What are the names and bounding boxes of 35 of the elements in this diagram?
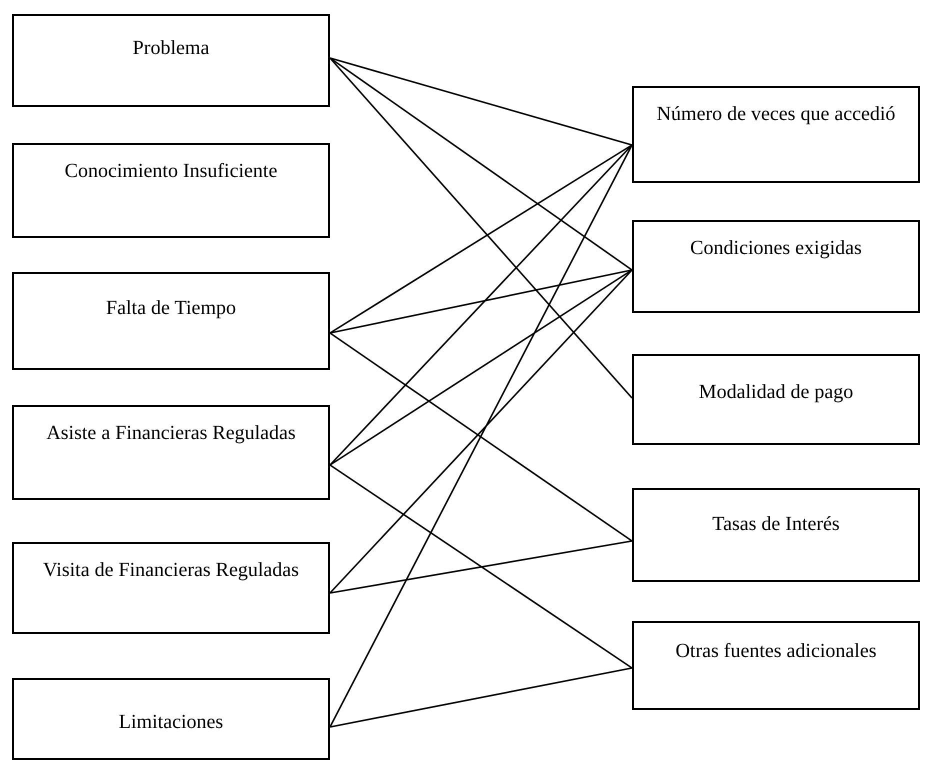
text-box (12, 678, 330, 760)
text-box (632, 86, 920, 183)
box-label: Modalidad de pago (698, 380, 854, 405)
connector-line (330, 57, 632, 146)
connector-line (330, 332, 632, 542)
box-label: Visita de Financieras Reguladas (42, 558, 300, 583)
connector-line (330, 269, 632, 334)
connector-line (329, 269, 633, 594)
box-label: Falta de Tiempo (104, 296, 237, 321)
box-label: Condiciones exigidas (689, 236, 863, 261)
connector-line (329, 57, 633, 399)
connector-line (330, 667, 632, 728)
text-box (12, 542, 330, 634)
box-label: Limitaciones (118, 710, 224, 735)
box-label: Número de veces que accedió (656, 102, 896, 127)
text-box (632, 354, 920, 445)
connector-line (329, 144, 633, 466)
box-label: Otras fuentes adicionales (674, 639, 878, 664)
connector-line (330, 464, 632, 669)
text-box (632, 220, 920, 313)
box-label: Problema (132, 36, 210, 61)
text-box (12, 272, 330, 370)
text-box (12, 143, 330, 238)
box-label: Tasas de Interés (711, 512, 841, 537)
text-box (632, 488, 920, 582)
connector-line (330, 540, 632, 594)
box-label: Conocimiento Insuficiente (64, 159, 278, 184)
connector-line (330, 144, 632, 334)
connector-line (330, 57, 632, 271)
connector-line (329, 144, 633, 728)
connector-line (330, 269, 632, 466)
text-box (12, 405, 330, 500)
text-box (632, 621, 920, 710)
text-box (12, 14, 330, 107)
box-label: Asiste a Financieras Reguladas (45, 421, 297, 446)
